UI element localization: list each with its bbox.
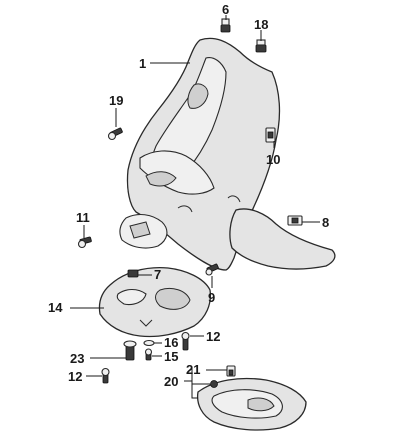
lower-cover-part bbox=[98, 266, 212, 338]
label-10: 10 bbox=[266, 152, 280, 167]
screw-12-lower bbox=[101, 367, 110, 384]
bolt-23 bbox=[123, 340, 137, 361]
inner-tray-part bbox=[196, 377, 307, 431]
screw-9 bbox=[205, 263, 219, 276]
screw-15 bbox=[144, 348, 153, 361]
label-21: 21 bbox=[186, 362, 200, 377]
label-7: 7 bbox=[154, 267, 161, 282]
washer-16 bbox=[143, 339, 155, 347]
clip-10 bbox=[265, 127, 276, 143]
leader-lines bbox=[70, 15, 320, 399]
label-11: 11 bbox=[76, 210, 90, 225]
label-23: 23 bbox=[70, 351, 84, 366]
label-6: 6 bbox=[222, 2, 229, 17]
label-15: 15 bbox=[164, 349, 178, 364]
fastener-18 bbox=[255, 39, 267, 53]
grommet-20 bbox=[210, 380, 218, 388]
label-14: 14 bbox=[48, 300, 63, 315]
label-18: 18 bbox=[254, 17, 268, 32]
clip-21 bbox=[226, 365, 236, 377]
screw-11 bbox=[77, 236, 92, 249]
clip-8 bbox=[287, 215, 303, 226]
label-20: 20 bbox=[164, 374, 178, 389]
label-12-lower: 12 bbox=[68, 369, 82, 384]
label-16: 16 bbox=[164, 335, 178, 350]
clip-7 bbox=[127, 269, 139, 278]
label-9: 9 bbox=[208, 290, 215, 305]
label-1: 1 bbox=[139, 56, 146, 71]
screw-12-upper bbox=[181, 331, 190, 351]
label-8: 8 bbox=[322, 215, 329, 230]
callout-labels: 6 18 1 19 10 11 8 7 9 14 12 16 15 23 12 … bbox=[48, 2, 329, 389]
label-12-upper: 12 bbox=[206, 329, 220, 344]
front-shield-part bbox=[119, 37, 336, 271]
label-19: 19 bbox=[109, 93, 123, 108]
fastener-6 bbox=[220, 18, 231, 33]
screw-19 bbox=[107, 127, 123, 141]
